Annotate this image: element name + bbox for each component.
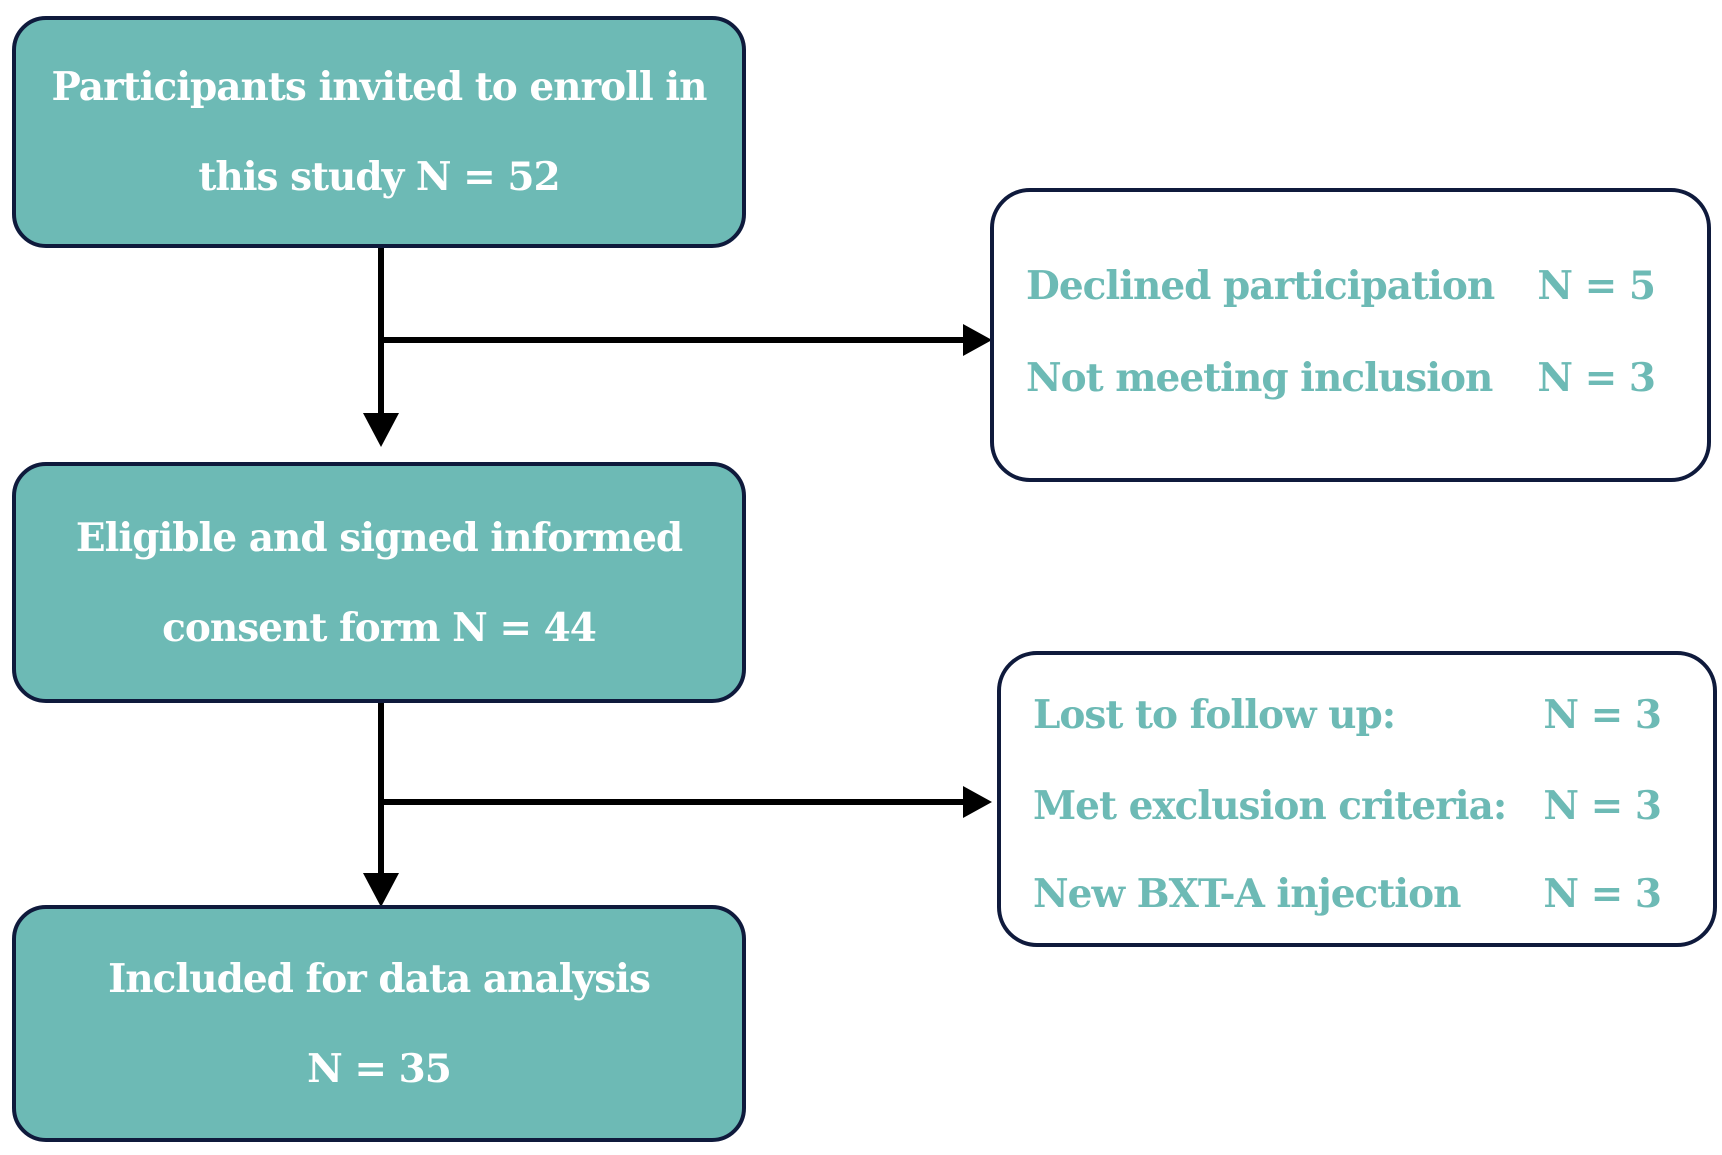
arrowhead-right-1 xyxy=(963,324,992,356)
exclusion-count: N = 3 xyxy=(1537,355,1656,401)
exclusion-row: Lost to follow up: N = 3 xyxy=(1033,690,1662,740)
exclusion-row: Not meeting inclusion N = 3 xyxy=(1026,353,1656,403)
box-eligible-consent-line1: Eligible and signed informed xyxy=(75,514,683,561)
exclusion-label: Met exclusion criteria: xyxy=(1033,783,1507,829)
arrowhead-down-1 xyxy=(363,413,399,447)
box-eligible-consent-line2: consent form N = 44 xyxy=(162,604,597,651)
exclusion-count: N = 3 xyxy=(1543,871,1662,917)
exclusion-label: Not meeting inclusion xyxy=(1026,355,1493,401)
exclusion-label: Declined participation xyxy=(1026,263,1495,309)
exclusion-count: N = 5 xyxy=(1537,263,1656,309)
exclusion-label: New BXT-A injection xyxy=(1033,871,1461,917)
box-included-analysis-line2: N = 35 xyxy=(307,1045,452,1092)
arrowhead-right-2 xyxy=(963,786,992,818)
box-eligible-consent: Eligible and signed informed consent for… xyxy=(12,462,746,703)
box-included-analysis: Included for data analysis N = 35 xyxy=(12,905,746,1142)
exclusion-count: N = 3 xyxy=(1543,692,1662,738)
box-participants-invited-line2: this study N = 52 xyxy=(198,154,560,200)
exclusion-label: Lost to follow up: xyxy=(1033,692,1396,738)
box-included-analysis-line1: Included for data analysis xyxy=(108,955,651,1002)
exclusion-row: New BXT-A injection N = 3 xyxy=(1033,869,1662,919)
exclusion-row: Met exclusion criteria: N = 3 xyxy=(1033,781,1662,831)
exclusion-box-1: Declined participation N = 5 Not meeting… xyxy=(990,188,1711,482)
box-participants-invited-line1: Participants invited to enroll in xyxy=(51,64,708,110)
exclusion-count: N = 3 xyxy=(1543,783,1662,829)
arrowhead-down-2 xyxy=(363,873,399,907)
exclusion-box-2: Lost to follow up: N = 3 Met exclusion c… xyxy=(997,651,1717,947)
exclusion-row: Declined participation N = 5 xyxy=(1026,261,1656,311)
box-participants-invited: Participants invited to enroll in this s… xyxy=(12,16,746,248)
